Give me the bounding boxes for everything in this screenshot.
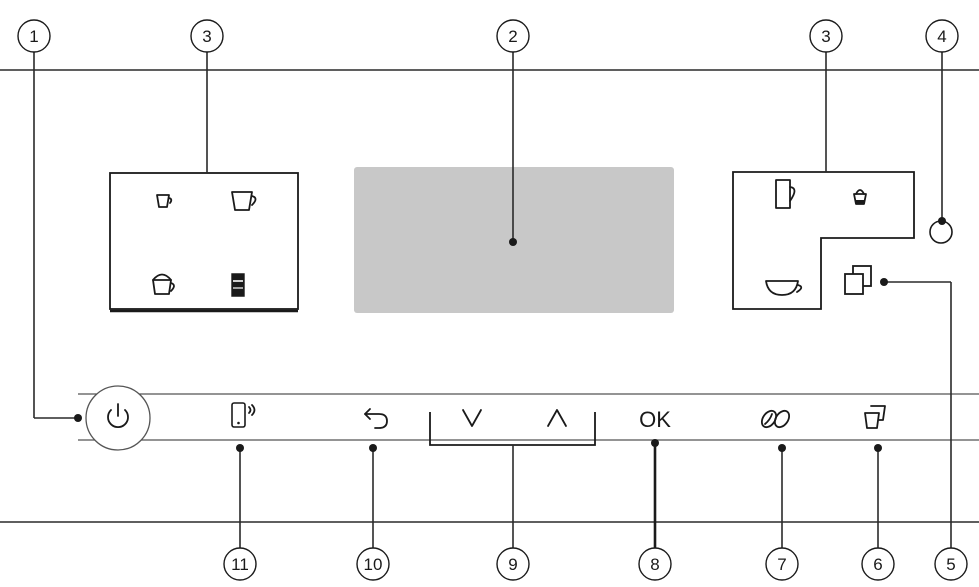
- svg-text:3: 3: [821, 27, 830, 46]
- callout-6: 6: [861, 547, 895, 581]
- callout-4: 4: [925, 19, 959, 53]
- svg-text:3: 3: [202, 27, 211, 46]
- power-button[interactable]: [85, 385, 151, 451]
- remote-button[interactable]: [231, 402, 256, 428]
- left-beverage-panel: [109, 172, 299, 313]
- callout-5: 5: [934, 547, 968, 581]
- ok-button[interactable]: OK: [639, 407, 671, 432]
- chevron-up-icon[interactable]: [547, 409, 567, 427]
- svg-text:9: 9: [508, 555, 517, 574]
- svg-text:5: 5: [946, 555, 955, 574]
- latte-glass-icon[interactable]: [231, 273, 245, 297]
- callout-9: 9: [496, 547, 530, 581]
- back-button[interactable]: [364, 408, 388, 429]
- callout-leaders: [33, 52, 952, 548]
- svg-text:4: 4: [937, 27, 946, 46]
- callout-10: 10: [356, 547, 390, 581]
- callout-7: 7: [765, 547, 799, 581]
- double-cup-touch-button[interactable]: [864, 405, 886, 429]
- mug-icon[interactable]: [775, 179, 796, 209]
- latte-macchiato-icon[interactable]: [853, 189, 867, 205]
- svg-text:6: 6: [873, 555, 882, 574]
- espresso-cup-icon[interactable]: [156, 194, 173, 208]
- svg-text:8: 8: [650, 555, 659, 574]
- coffee-beans-button[interactable]: [759, 408, 792, 430]
- cappuccino-icon[interactable]: [152, 273, 175, 295]
- callout-8: 8: [638, 547, 672, 581]
- callout-11: 11: [223, 547, 257, 581]
- chevron-down-icon[interactable]: [462, 409, 482, 427]
- callout-3-left: 3: [190, 19, 224, 53]
- callout-3-right: 3: [809, 19, 843, 53]
- svg-text:2: 2: [508, 27, 517, 46]
- svg-text:11: 11: [231, 555, 249, 574]
- coffee-cup-icon[interactable]: [231, 191, 257, 211]
- wide-cup-icon[interactable]: [765, 280, 803, 296]
- right-beverage-panel: [732, 171, 915, 310]
- svg-text:1: 1: [29, 27, 38, 46]
- double-cup-button[interactable]: [844, 265, 872, 295]
- svg-text:7: 7: [777, 555, 786, 574]
- svg-text:10: 10: [364, 555, 383, 574]
- callout-1: 1: [17, 19, 51, 53]
- callout-2: 2: [496, 19, 530, 53]
